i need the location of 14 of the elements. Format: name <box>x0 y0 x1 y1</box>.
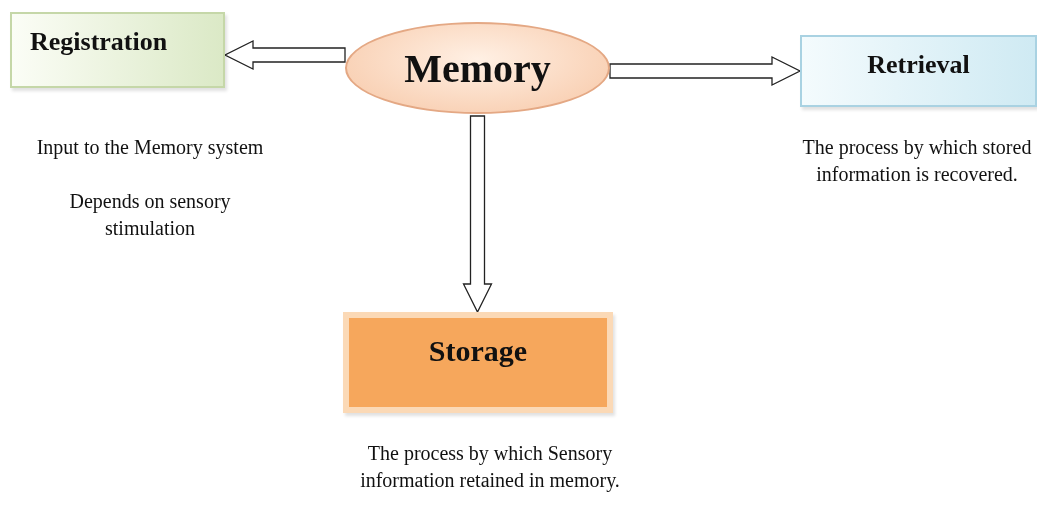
description-text: The process by which stored information is recovered. <box>801 135 1033 187</box>
node-label: Storage <box>428 333 528 368</box>
node-label: Memory <box>404 44 551 92</box>
node-label: Retrieval <box>867 50 970 80</box>
process-box <box>343 312 613 413</box>
description-text: The process by which Sensory information retained in memory. <box>359 441 621 494</box>
description-text: Depends on sensory stimulation <box>68 189 232 241</box>
process-box <box>800 35 1037 107</box>
block-arrow <box>609 55 802 87</box>
process-box <box>10 12 225 88</box>
block-arrow <box>462 115 493 314</box>
node-label: Registration <box>30 27 168 57</box>
description-text: Input to the Memory system <box>35 135 265 161</box>
block-arrow <box>223 39 346 71</box>
